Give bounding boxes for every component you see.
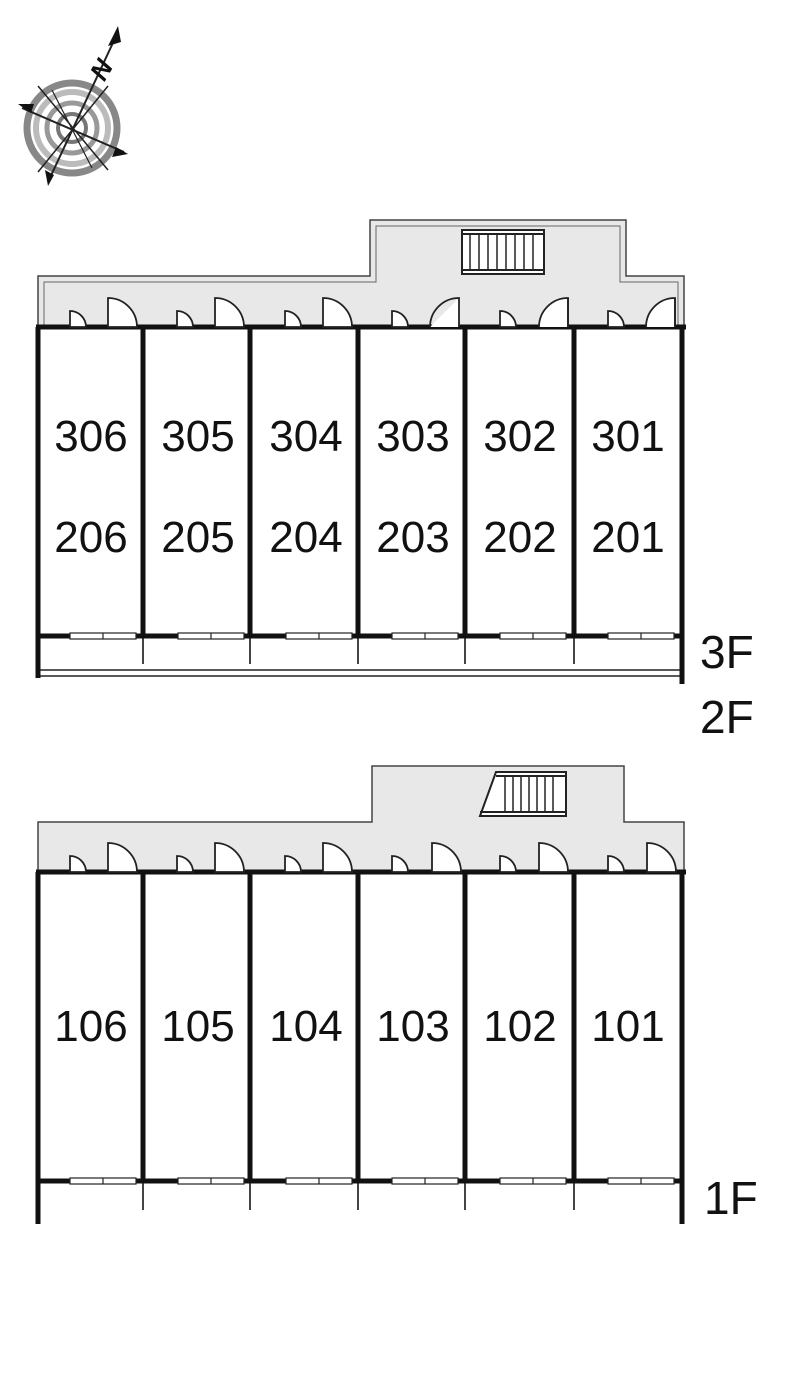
floor-label-2f: 2F [700,691,754,743]
unit-301-label: 301 [591,412,664,461]
unit-203-label: 203 [376,513,449,562]
unit-305-label: 305 [161,412,234,461]
lower-corridor [37,765,685,873]
lower-block: 106 105 104 103 102 101 1F [35,765,758,1224]
unit-205-label: 205 [161,513,234,562]
unit-105-label: 105 [161,1002,234,1051]
unit-104-label: 104 [269,1002,342,1051]
upper-doors [69,297,676,328]
lower-rear-windows [38,1177,682,1185]
lower-partition-walls [35,872,685,1224]
floor-label-1f: 1F [704,1172,758,1224]
upper-corridor-inner-line [43,225,679,327]
compass-north-label: N [84,53,120,85]
unit-106-label: 106 [54,1002,127,1051]
unit-206-label: 206 [54,513,127,562]
lower-staircase-icon [478,771,567,817]
unit-102-label: 102 [483,1002,556,1051]
floor-label-3f: 3F [700,626,754,678]
unit-202-label: 202 [483,513,556,562]
upper-block: 306 305 304 303 302 301 206 205 204 203 … [35,219,754,743]
unit-306-label: 306 [54,412,127,461]
unit-303-label: 303 [376,412,449,461]
upper-staircase-icon [461,229,545,275]
unit-103-label: 103 [376,1002,449,1051]
unit-304-label: 304 [269,412,342,461]
unit-204-label: 204 [269,513,342,562]
lower-doors [69,842,677,873]
upper-corridor [37,219,685,328]
upper-partition-walls [35,327,685,684]
upper-rear-windows [38,632,682,640]
unit-101-label: 101 [591,1002,664,1051]
unit-201-label: 201 [591,513,664,562]
compass-rose-icon: N [18,26,128,186]
unit-302-label: 302 [483,412,556,461]
